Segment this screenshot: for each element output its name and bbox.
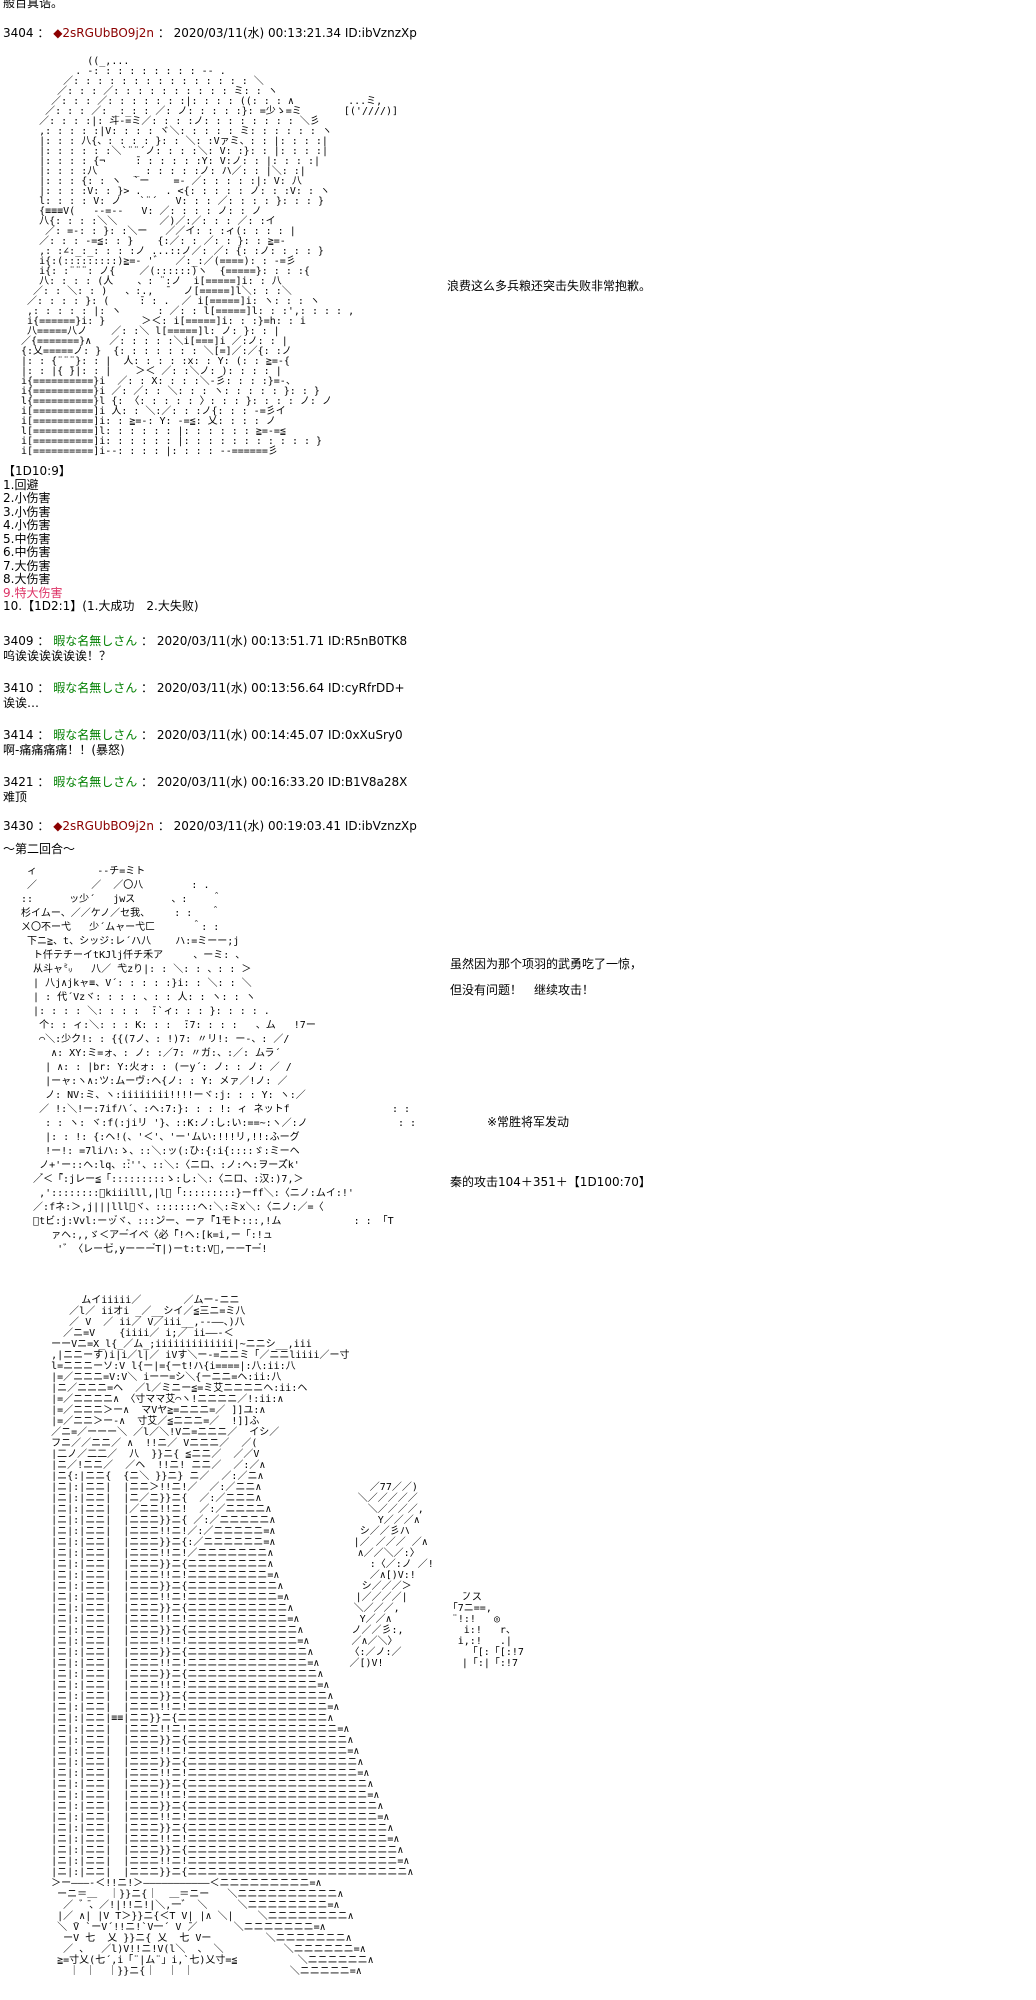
dice-option: 6.中伤害 bbox=[3, 545, 51, 559]
poster-tripcode[interactable]: ◆2sRGUbBO9j2n bbox=[53, 818, 155, 833]
post-number[interactable]: 3410 bbox=[3, 680, 34, 695]
dice-option: 3.小伤害 bbox=[3, 504, 51, 519]
poster-id: ID:ibVznzXp bbox=[344, 26, 417, 40]
post-number[interactable]: 3404 bbox=[3, 26, 34, 40]
dice-option: 4.小伤害 bbox=[3, 518, 51, 532]
post-3421: 3421 ： 暇な名無しさん ： 2020/03/11(水) 00:16:33.… bbox=[3, 775, 1036, 805]
separator: ： bbox=[33, 633, 54, 648]
post-number[interactable]: 3421 bbox=[3, 774, 34, 789]
ascii-art-block-fortress: ムイiiiii／ ／ムー-ニニ ／l／ iiオi _／__シイ／≦三ニ=ミ八 ／… bbox=[15, 1295, 1036, 1977]
dice-option: 7.大伤害 bbox=[3, 558, 51, 573]
ascii-art: ((_,... . -: : : : : : : : : ‐- . ／: : :… bbox=[21, 56, 399, 457]
post-3410: 3410 ： 暇な名無しさん ： 2020/03/11(水) 00:13:56.… bbox=[3, 681, 1036, 711]
post-header: 3414 ： 暇な名無しさん ： 2020/03/11(水) 00:14:45.… bbox=[3, 728, 1036, 743]
round-title: ～第二回合～ bbox=[3, 841, 76, 856]
dice-option: 2.小伤害 bbox=[3, 491, 51, 505]
dice-option: 1.回避 bbox=[3, 477, 39, 492]
separator: ： bbox=[33, 727, 54, 742]
post-header: 3404 ： ◆2sRGUbBO9j2n ： 2020/03/11(水) 00:… bbox=[3, 26, 1036, 41]
poster-name[interactable]: 暇な名無しさん bbox=[53, 680, 138, 695]
post-3409: 3409 ： 暇な名無しさん ： 2020/03/11(水) 00:13:51.… bbox=[3, 634, 1036, 664]
dice-option: 10.【1D2:1】(1.大成功 2.大失败) bbox=[3, 599, 199, 613]
post-date: 2020/03/11(水) 00:19:03.41 bbox=[173, 818, 341, 833]
skill-activation-text: ※常胜将军发动 bbox=[487, 1114, 570, 1129]
post-date: 2020/03/11(水) 00:13:56.64 bbox=[156, 680, 325, 695]
poster-id: ID:B1V8a28X bbox=[328, 774, 408, 789]
post-date: 2020/03/11(水) 00:13:51.71 bbox=[156, 633, 325, 648]
separator: ： bbox=[33, 680, 54, 695]
separator: ： bbox=[137, 680, 157, 695]
post-3430: 3430 ： ◆2sRGUbBO9j2n ： 2020/03/11(水) 00:… bbox=[3, 819, 1036, 1977]
poster-name[interactable]: 暇な名無しさん bbox=[53, 633, 138, 648]
poster-id: ID:0xXuSry0 bbox=[328, 727, 403, 742]
dice-option: 5.中伤害 bbox=[3, 531, 51, 546]
ascii-art: ムイiiiii／ ／ムー-ニニ ／l／ iiオi _／__シイ／≦三ニ=ミ八 ／… bbox=[51, 1294, 524, 1977]
separator: ： bbox=[33, 774, 54, 789]
separator: ： bbox=[33, 26, 54, 40]
post-header: 3421 ： 暇な名無しさん ： 2020/03/11(水) 00:16:33.… bbox=[3, 775, 1036, 790]
poster-id: ID:ibVznzXp bbox=[344, 818, 417, 833]
separator: ： bbox=[33, 818, 54, 833]
post-number[interactable]: 3430 bbox=[3, 818, 34, 833]
dice-roll-block: 【1D10:9】 1.回避 2.小伤害 3.小伤害 4.小伤害 5.中伤害 6.… bbox=[3, 464, 1036, 614]
post-body: 啊-痛痛痛痛！！(暴怒) bbox=[3, 742, 125, 757]
post-3404: 3404 ： ◆2sRGUbBO9j2n ： 2020/03/11(水) 00:… bbox=[3, 26, 1036, 614]
dice-option: 8.大伤害 bbox=[3, 572, 51, 586]
dialogue-text: 浪费这么多兵粮还突击失败非常抱歉。 bbox=[447, 279, 652, 293]
separator: ： bbox=[137, 774, 157, 789]
post-number[interactable]: 3414 bbox=[3, 727, 34, 742]
post-header: 3430 ： ◆2sRGUbBO9j2n ： 2020/03/11(水) 00:… bbox=[3, 819, 1036, 834]
separator: ： bbox=[154, 818, 174, 833]
ascii-art: ィ --チ=ミト ／ ／ ／〇八 : . :: ッ少´ jwス 、: ＾ 杉イム… bbox=[21, 865, 417, 1255]
poster-name[interactable]: 暇な名無しさん bbox=[53, 727, 138, 742]
post-number[interactable]: 3409 bbox=[3, 633, 34, 648]
post-date: 2020/03/11(水) 00:13:21.34 bbox=[173, 26, 341, 40]
ascii-art-block-character: ((_,... . -: : : : : : : : : ‐- . ／: : :… bbox=[15, 57, 1036, 457]
post-3414: 3414 ： 暇な名無しさん ： 2020/03/11(水) 00:14:45.… bbox=[3, 728, 1036, 758]
post-body: 难顶 bbox=[3, 789, 28, 804]
dialogue-text: 虽然因为那个项羽的武勇吃了一惊， bbox=[450, 956, 643, 971]
post-body: 诶诶… bbox=[3, 695, 40, 710]
poster-tripcode[interactable]: ◆2sRGUbBO9j2n bbox=[53, 26, 155, 40]
poster-name[interactable]: 暇な名無しさん bbox=[53, 774, 138, 789]
dice-roll-result: 【1D10:9】 bbox=[3, 464, 71, 478]
post-date: 2020/03/11(水) 00:14:45.07 bbox=[156, 727, 325, 742]
separator: ： bbox=[137, 633, 157, 648]
ascii-art-block-battle: ィ --チ=ミト ／ ／ ／〇八 : . :: ッ少´ jwス 、: ＾ 杉イム… bbox=[15, 865, 1036, 1257]
post-date: 2020/03/11(水) 00:16:33.20 bbox=[156, 774, 325, 789]
poster-id: ID:R5nB0TK8 bbox=[328, 633, 408, 648]
post-body: 呜诶诶诶诶诶诶！？ bbox=[3, 648, 112, 663]
separator: ： bbox=[137, 727, 157, 742]
post-header: 3410 ： 暇な名無しさん ： 2020/03/11(水) 00:13:56.… bbox=[3, 681, 1036, 696]
previous-post-fragment: 般百真诰。 bbox=[3, 0, 64, 10]
post-header: 3409 ： 暇な名無しさん ： 2020/03/11(水) 00:13:51.… bbox=[3, 634, 1036, 649]
dice-option-rolled: 9.特大伤害 bbox=[3, 585, 63, 600]
dialogue-text: 但没有问题！ 继续攻击！ bbox=[450, 982, 595, 997]
attack-roll-text: 秦的攻击104＋351＋【1D100:70】 bbox=[450, 1174, 651, 1189]
separator: ： bbox=[154, 26, 174, 40]
poster-id: ID:cyRfrDD+ bbox=[328, 680, 405, 695]
